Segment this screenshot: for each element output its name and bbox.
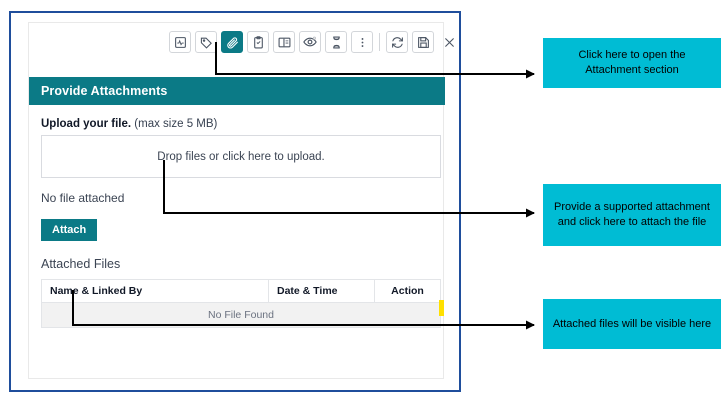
paperclip-icon-button[interactable] [221, 31, 243, 53]
record-toolbar [169, 31, 460, 53]
attachment-panel-frame: Provide Attachments Upload your file. (m… [28, 22, 454, 379]
section-header: Provide Attachments [29, 77, 445, 105]
column-header-date[interactable]: Date & Time [268, 279, 375, 303]
book-icon-button[interactable] [273, 31, 295, 53]
callout-attach-file: Provide a supported attachment and click… [543, 184, 721, 246]
column-header-action[interactable]: Action [374, 279, 441, 303]
clipboard-check-icon-button[interactable] [247, 31, 269, 53]
upload-label: Upload your file. (max size 5 MB) [41, 118, 217, 130]
close-icon-button[interactable] [438, 31, 460, 53]
eye-icon-button[interactable] [299, 31, 321, 53]
file-dropzone[interactable]: Drop files or click here to upload. [41, 135, 441, 178]
column-header-name[interactable]: Name & Linked By [41, 279, 269, 303]
save-icon-button[interactable] [412, 31, 434, 53]
scroll-marker[interactable] [439, 300, 444, 316]
table-body: No File Found [41, 302, 441, 328]
tag-icon-button[interactable] [195, 31, 217, 53]
table-header-row: Name & Linked By Date & Time Action [41, 279, 441, 303]
attach-button[interactable]: Attach [41, 219, 98, 241]
attachment-app-window: Provide Attachments Upload your file. (m… [9, 11, 461, 392]
more-vertical-icon-button[interactable] [351, 31, 373, 53]
callout-attached-files: Attached files will be visible here [543, 299, 721, 349]
attached-files-heading: Attached Files [41, 257, 121, 271]
upload-label-strong: Upload your file. [41, 118, 132, 130]
table-row-empty: No File Found [41, 302, 441, 328]
hourglass-icon-button[interactable] [325, 31, 347, 53]
upload-size-note: (max size 5 MB) [134, 118, 218, 130]
empty-state-message: No File Found [41, 302, 441, 328]
callout-attachment-section: Click here to open the Attachment sectio… [543, 38, 721, 88]
attached-files-table-wrap: Name & Linked By Date & Time Action No F… [41, 279, 441, 328]
attached-files-table: Name & Linked By Date & Time Action No F… [41, 279, 441, 328]
section-title: Provide Attachments [41, 84, 168, 98]
refresh-icon-button[interactable] [386, 31, 408, 53]
dropzone-text: Drop files or click here to upload. [157, 150, 325, 163]
toolbar-separator [379, 33, 380, 51]
no-file-attached-status: No file attached [41, 191, 125, 205]
activity-icon-button[interactable] [169, 31, 191, 53]
